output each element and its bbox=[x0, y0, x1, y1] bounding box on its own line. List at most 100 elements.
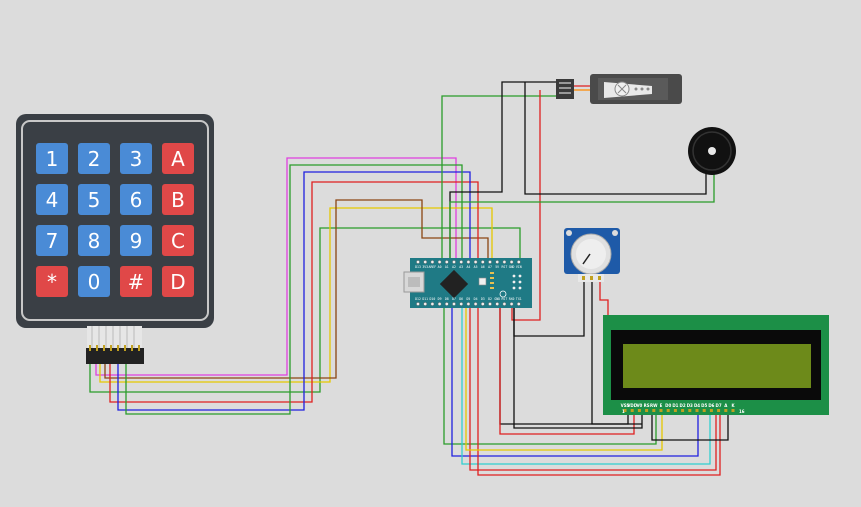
buzzer-ring bbox=[692, 131, 732, 171]
nano-pin-a4[interactable] bbox=[466, 260, 471, 264]
lcd-pin-d7[interactable] bbox=[717, 409, 721, 412]
nano-pin-a0[interactable] bbox=[437, 260, 442, 264]
keypad-key-A[interactable] bbox=[162, 143, 194, 174]
nano-pin-3v3[interactable] bbox=[423, 260, 428, 264]
nano-reset-button[interactable] bbox=[478, 277, 487, 286]
keypad-key-label: 0 bbox=[88, 270, 101, 294]
keypad-key-0[interactable] bbox=[78, 266, 110, 297]
keypad-key-label: 8 bbox=[88, 229, 101, 253]
nano-pin-label: D12 bbox=[415, 297, 421, 301]
keypad-key-label: 6 bbox=[130, 188, 143, 212]
keypad-key-1[interactable] bbox=[36, 143, 68, 174]
nano-pin-vin[interactable] bbox=[517, 260, 521, 264]
keypad-key-C[interactable] bbox=[162, 225, 194, 256]
lcd-pin-d5[interactable] bbox=[702, 409, 706, 412]
nano-pin-label: A3 bbox=[459, 265, 463, 269]
potentiometer[interactable] bbox=[564, 228, 620, 282]
nano-pin-aref[interactable] bbox=[430, 260, 435, 264]
keypad-key-label: * bbox=[47, 270, 57, 294]
wire-green-servo bbox=[441, 95, 558, 262]
keypad-key-D[interactable] bbox=[162, 266, 194, 297]
lcd-pin-e[interactable] bbox=[659, 409, 663, 412]
keypad-key-2[interactable] bbox=[78, 143, 110, 174]
nano-pin-rst[interactable] bbox=[502, 260, 507, 264]
lcd-pin-d6[interactable] bbox=[709, 409, 713, 412]
lcd-pin-k[interactable] bbox=[731, 409, 735, 412]
nano-pin-5v[interactable] bbox=[495, 260, 500, 264]
buzzer[interactable] bbox=[688, 127, 736, 175]
nano-pin-d13[interactable] bbox=[416, 260, 420, 264]
nano-pin-d2[interactable] bbox=[488, 302, 492, 306]
servo-motor[interactable] bbox=[556, 74, 682, 104]
nano-pin-label: D3 bbox=[481, 297, 485, 301]
lcd-pin-d1[interactable] bbox=[673, 409, 677, 412]
keypad-key-7[interactable] bbox=[36, 225, 68, 256]
lcd-pin-d2[interactable] bbox=[681, 409, 685, 412]
wire-red-lcd2 bbox=[477, 304, 721, 476]
lcd-pin-vdd[interactable] bbox=[630, 409, 634, 412]
servo-shaft-cross bbox=[617, 84, 627, 94]
lcd-pin-rw[interactable] bbox=[652, 409, 656, 412]
lcd-pin-d0[interactable] bbox=[666, 409, 670, 412]
lcd-pin-rs[interactable] bbox=[645, 409, 649, 412]
keypad-key-label: A bbox=[171, 147, 185, 171]
keypad-key-3[interactable] bbox=[120, 143, 152, 174]
nano-logo-icon bbox=[499, 290, 507, 298]
nano-pin-d8[interactable] bbox=[444, 302, 449, 306]
keypad-key-6[interactable] bbox=[120, 184, 152, 215]
nano-pin-d5[interactable] bbox=[466, 302, 471, 306]
keypad-header[interactable] bbox=[86, 348, 144, 364]
nano-pin-tx1[interactable] bbox=[517, 302, 521, 306]
nano-pin-d10[interactable] bbox=[430, 302, 435, 306]
nano-pin-label: D11 bbox=[422, 297, 428, 301]
nano-pin-a5[interactable] bbox=[473, 260, 478, 264]
lcd-pin-label: V0 bbox=[636, 403, 642, 408]
nano-pin-rst[interactable] bbox=[502, 302, 507, 306]
potentiometer-mount-hole bbox=[612, 230, 618, 236]
lcd-pin-label: D5 bbox=[701, 403, 707, 408]
nano-pin-d7[interactable] bbox=[452, 302, 456, 306]
nano-pin-label: A4 bbox=[466, 265, 470, 269]
potentiometer-knob-inner bbox=[576, 239, 606, 269]
nano-pin-a2[interactable] bbox=[452, 260, 456, 264]
nano-pin-a6[interactable] bbox=[480, 260, 485, 264]
keypad-key-8[interactable] bbox=[78, 225, 110, 256]
keypad-key-5[interactable] bbox=[78, 184, 110, 215]
lcd-pin-d4[interactable] bbox=[695, 409, 699, 412]
keypad-key-label: 2 bbox=[88, 147, 101, 171]
keypad-key-star[interactable] bbox=[36, 266, 68, 297]
nano-pin-d6[interactable] bbox=[459, 302, 464, 306]
nano-pin-a3[interactable] bbox=[459, 260, 464, 264]
nano-pin-a7[interactable] bbox=[488, 260, 492, 264]
nano-pin-d9[interactable] bbox=[437, 302, 442, 306]
keypad-key-hash[interactable] bbox=[120, 266, 152, 297]
keypad-key-label: 3 bbox=[130, 147, 143, 171]
nano-pin-d4[interactable] bbox=[473, 302, 478, 306]
nano-pin-d11[interactable] bbox=[423, 302, 428, 306]
nano-pin-a1[interactable] bbox=[444, 260, 449, 264]
nano-pin-label: D10 bbox=[430, 297, 436, 301]
keypad-key-B[interactable] bbox=[162, 184, 194, 215]
lcd-pin-a[interactable] bbox=[724, 409, 728, 412]
keypad-key-4[interactable] bbox=[36, 184, 68, 215]
nano-pin-label: 5V bbox=[495, 265, 499, 269]
nano-pin-d3[interactable] bbox=[480, 302, 485, 306]
keypad-key-label: B bbox=[171, 188, 185, 212]
lcd-pin-vss[interactable] bbox=[623, 409, 627, 412]
nano-pin-rx0[interactable] bbox=[509, 302, 514, 306]
nano-pin-label: D5 bbox=[466, 297, 470, 301]
lcd-pin-v0[interactable] bbox=[637, 409, 641, 412]
lcd-pin-label: D0 bbox=[665, 403, 671, 408]
nano-pin-gnd[interactable] bbox=[495, 302, 500, 306]
lcd-pin-label: D6 bbox=[708, 403, 714, 408]
nano-pin-label: A6 bbox=[481, 265, 485, 269]
nano-pin-d12[interactable] bbox=[416, 302, 420, 306]
nano-pin-gnd[interactable] bbox=[509, 260, 514, 264]
lcd-pin-d3[interactable] bbox=[688, 409, 692, 412]
potentiometer-mount-hole bbox=[566, 230, 572, 236]
keypad-key-9[interactable] bbox=[120, 225, 152, 256]
